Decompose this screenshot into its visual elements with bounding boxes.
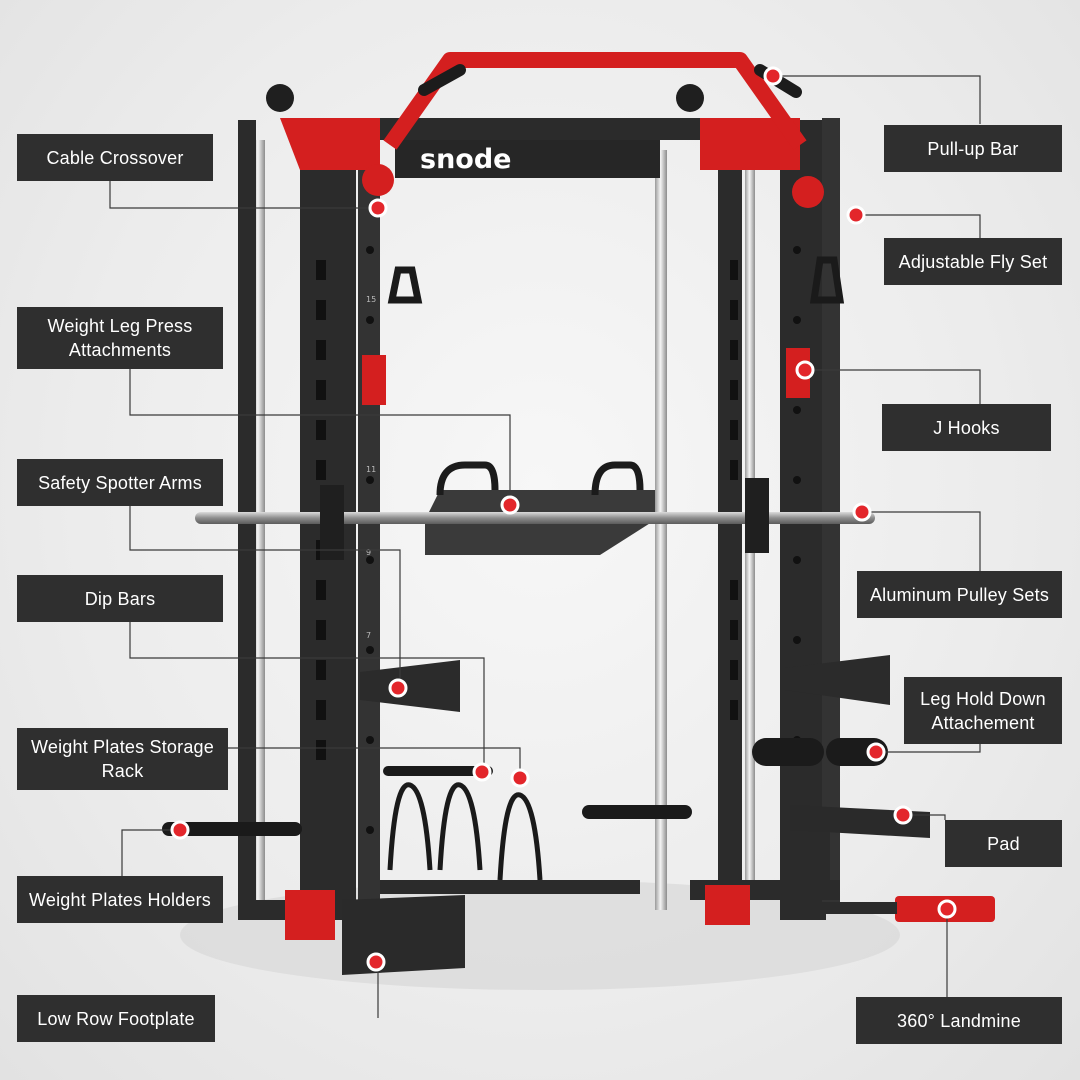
marker-fly-set [846,205,866,225]
marker-landmine [937,899,957,919]
plate-holder-right [582,805,692,819]
marker-holders [170,820,190,840]
marker-leg-hold [866,742,886,762]
label-adjustable-fly-set: Adjustable Fly Set [884,238,1062,285]
olympic-bar [195,512,875,524]
label-weight-plates-storage: Weight Plates Storage Rack [17,728,228,790]
marker-spotter [388,678,408,698]
leader-dip-bars [129,622,485,772]
dip-bar-left [360,660,460,712]
leader-pad [903,814,946,820]
leader-leg-press [129,369,511,505]
label-pull-up-bar: Pull-up Bar [884,125,1062,172]
label-360-landmine: 360° Landmine [856,997,1062,1044]
leader-storage [228,747,521,778]
label-pad: Pad [945,820,1062,867]
label-safety-spotter-arms: Safety Spotter Arms [17,459,223,506]
hole-number-7: 7 [366,631,371,640]
leader-holders [121,829,180,876]
marker-j-hooks [795,360,815,380]
marker-pulley [852,502,872,522]
label-weight-leg-press: Weight Leg Press Attachments [17,307,223,369]
marker-cable-crossover [368,198,388,218]
brand-plate [395,140,660,178]
label-weight-plates-holders: Weight Plates Holders [17,876,223,923]
leader-pulley [862,511,981,571]
top-plate-right [700,118,800,170]
marker-pull-up-bar [763,66,783,86]
top-pulley-right [676,84,704,112]
hole-number-9: 9 [366,548,371,557]
hole-number-11: 11 [366,465,376,474]
storage-bar [383,766,493,776]
hole-number-15: 15 [366,295,376,304]
label-leg-hold-down: Leg Hold Down Attachement [904,677,1062,744]
brand-logo: snode [420,144,511,175]
leader-leg-hold [876,744,981,753]
dip-bar-right [785,655,890,705]
top-plate-left [280,118,380,170]
marker-footplate [366,952,386,972]
label-aluminum-pulley-sets: Aluminum Pulley Sets [857,571,1062,618]
label-j-hooks: J Hooks [882,404,1051,451]
plate-holder-left [162,822,302,836]
label-cable-crossover: Cable Crossover [17,134,213,181]
cable-handle-left [387,266,423,304]
marker-pad [893,805,913,825]
leader-pull-up-bar [773,75,981,124]
leader-spotter [129,506,401,688]
j-hook-left [362,355,386,405]
top-crossbeam [380,118,700,140]
label-low-row-footplate: Low Row Footplate [17,995,215,1042]
marker-storage [510,768,530,788]
cable-handle-right [809,256,845,304]
leader-j-hooks [805,369,981,404]
marker-dip-bars [472,762,492,782]
leg-roller-1 [752,738,824,766]
top-pulley-left [266,84,294,112]
pull-up-bar-shape [383,52,807,150]
label-dip-bars: Dip Bars [17,575,223,622]
leader-fly-set [856,214,981,238]
marker-leg-press [500,495,520,515]
guide-rod-right [655,150,667,910]
leader-cable-crossover [109,181,378,209]
